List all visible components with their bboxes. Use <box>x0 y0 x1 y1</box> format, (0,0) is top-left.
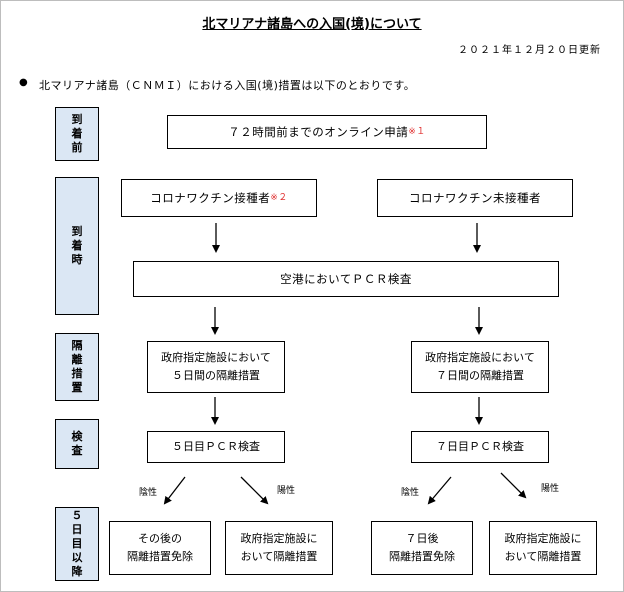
online-application-text: ７２時間前までのオンライン申請 <box>228 125 409 139</box>
stage-label-before: 到着前 <box>55 107 99 161</box>
arrow-day7-negative-icon <box>427 476 452 505</box>
intro-text: 北マリアナ諸島（ＣＮＭＩ）における入国(境)措置は以下のとおりです。 <box>39 79 416 92</box>
stage-label-arrival: 到着時 <box>55 177 99 315</box>
page-title-text: 北マリアナ諸島への入国(境)について <box>202 17 422 32</box>
outcome-unvaccinated-negative-box: ７日後隔離措置免除 <box>371 521 473 575</box>
pcr-day7-box: ７日目ＰＣＲ検査 <box>411 431 549 463</box>
outcome-up-line1: 政府指定施設に <box>504 532 582 545</box>
vaccinated-text: コロナワクチン接種者 <box>150 191 271 205</box>
online-application-box: ７２時間前までのオンライン申請※１ <box>167 115 487 149</box>
arrow-day7-positive-icon <box>500 472 527 499</box>
stage-label-isolation: 隔離措置 <box>55 333 99 401</box>
outcome-vp-line1: 政府指定施設に <box>240 532 318 545</box>
outcome-vp-line2: おいて隔離措置 <box>240 550 318 563</box>
isolation-7-line2: ７日間の隔離措置 <box>436 369 524 382</box>
bullet-icon: ● <box>19 77 28 88</box>
isolation-7-days-box: 政府指定施設において ７日間の隔離措置 <box>411 341 549 393</box>
outcome-vaccinated-negative-box: その後の隔離措置免除 <box>109 521 211 575</box>
positive-label-vaccinated: 陽性 <box>277 486 296 496</box>
outcome-vn-line1: その後の <box>138 532 182 545</box>
update-date: ２０２１年１２月２０日更新 <box>458 45 601 56</box>
positive-label-unvaccinated: 陽性 <box>541 484 560 494</box>
pcr-day5-box: ５日目ＰＣＲ検査 <box>147 431 285 463</box>
page-title: 北マリアナ諸島への入国(境)について <box>1 13 623 32</box>
outcome-vaccinated-positive-box: 政府指定施設において隔離措置 <box>225 521 333 575</box>
isolation-5-line1: 政府指定施設において <box>161 351 271 364</box>
arrow-day5-positive-icon <box>240 476 269 505</box>
airport-pcr-box: 空港においてＰＣＲ検査 <box>133 261 559 297</box>
isolation-5-line2: ５日間の隔離措置 <box>172 369 260 382</box>
outcome-unvaccinated-positive-box: 政府指定施設において隔離措置 <box>489 521 597 575</box>
stage-label-after: ５日目以降 <box>55 507 99 581</box>
vaccinated-box: コロナワクチン接種者※２ <box>121 179 317 217</box>
negative-label-unvaccinated: 陰性 <box>401 488 420 498</box>
outcome-vn-line2: 隔離措置免除 <box>127 550 193 563</box>
isolation-5-days-box: 政府指定施設において ５日間の隔離措置 <box>147 341 285 393</box>
stage-label-test: 検査 <box>55 419 99 469</box>
outcome-up-line2: おいて隔離措置 <box>504 550 582 563</box>
negative-label-vaccinated: 陰性 <box>139 488 158 498</box>
vaccinated-note: ※２ <box>270 193 288 203</box>
isolation-7-line1: 政府指定施設において <box>425 351 535 364</box>
unvaccinated-box: コロナワクチン未接種者 <box>377 179 573 217</box>
outcome-un-line1: ７日後 <box>405 532 439 545</box>
outcome-un-line2: 隔離措置免除 <box>389 550 455 563</box>
arrow-day5-negative-icon <box>163 476 186 505</box>
online-application-note: ※１ <box>408 127 426 137</box>
